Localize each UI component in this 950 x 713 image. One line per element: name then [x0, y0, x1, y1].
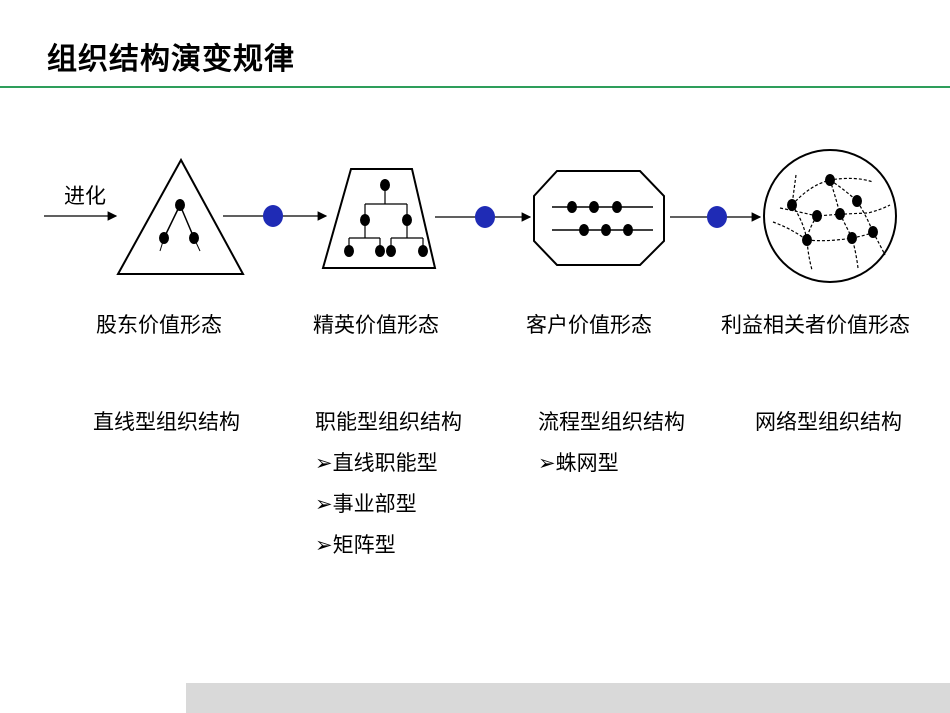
page-title: 组织结构演变规律 — [47, 42, 295, 77]
subtype-label: 直线职能型 — [332, 451, 438, 475]
trapezoid-shape — [321, 168, 437, 269]
subtype-item: ➢直线职能型 — [315, 447, 438, 477]
title-divider — [0, 86, 950, 88]
bullet-arrow-icon: ➢ — [315, 492, 333, 516]
subtype-label: 事业部型 — [332, 492, 417, 516]
subtype-label: 蛛网型 — [555, 451, 619, 475]
bullet-arrow-icon: ➢ — [538, 451, 556, 475]
triangle-shape — [116, 157, 245, 275]
connector-dot-2 — [475, 206, 495, 228]
subtype-item: ➢事业部型 — [315, 488, 417, 518]
connector-dot-3 — [707, 206, 727, 228]
structure-label: 职能型组织结构 — [315, 410, 462, 434]
bullet-arrow-icon: ➢ — [315, 533, 333, 557]
subtype-item: ➢蛛网型 — [538, 447, 619, 477]
octagon-shape — [533, 170, 665, 266]
stage-form-label: 客户价值形态 — [526, 313, 652, 337]
stage-form-label: 股东价值形态 — [96, 313, 222, 337]
structure-label: 直线型组织结构 — [93, 410, 240, 434]
stage-form-label: 精英价值形态 — [313, 313, 439, 337]
footer-bar — [186, 683, 950, 713]
structure-label: 网络型组织结构 — [755, 410, 902, 434]
evolution-label: 进化 — [64, 184, 106, 208]
connector-dot-1 — [263, 205, 283, 227]
subtype-item: ➢矩阵型 — [315, 529, 396, 559]
network-circle-shape — [763, 149, 897, 283]
subtype-label: 矩阵型 — [332, 533, 396, 557]
bullet-arrow-icon: ➢ — [315, 451, 333, 475]
structure-label: 流程型组织结构 — [538, 410, 685, 434]
stage-form-label: 利益相关者价值形态 — [721, 313, 910, 337]
